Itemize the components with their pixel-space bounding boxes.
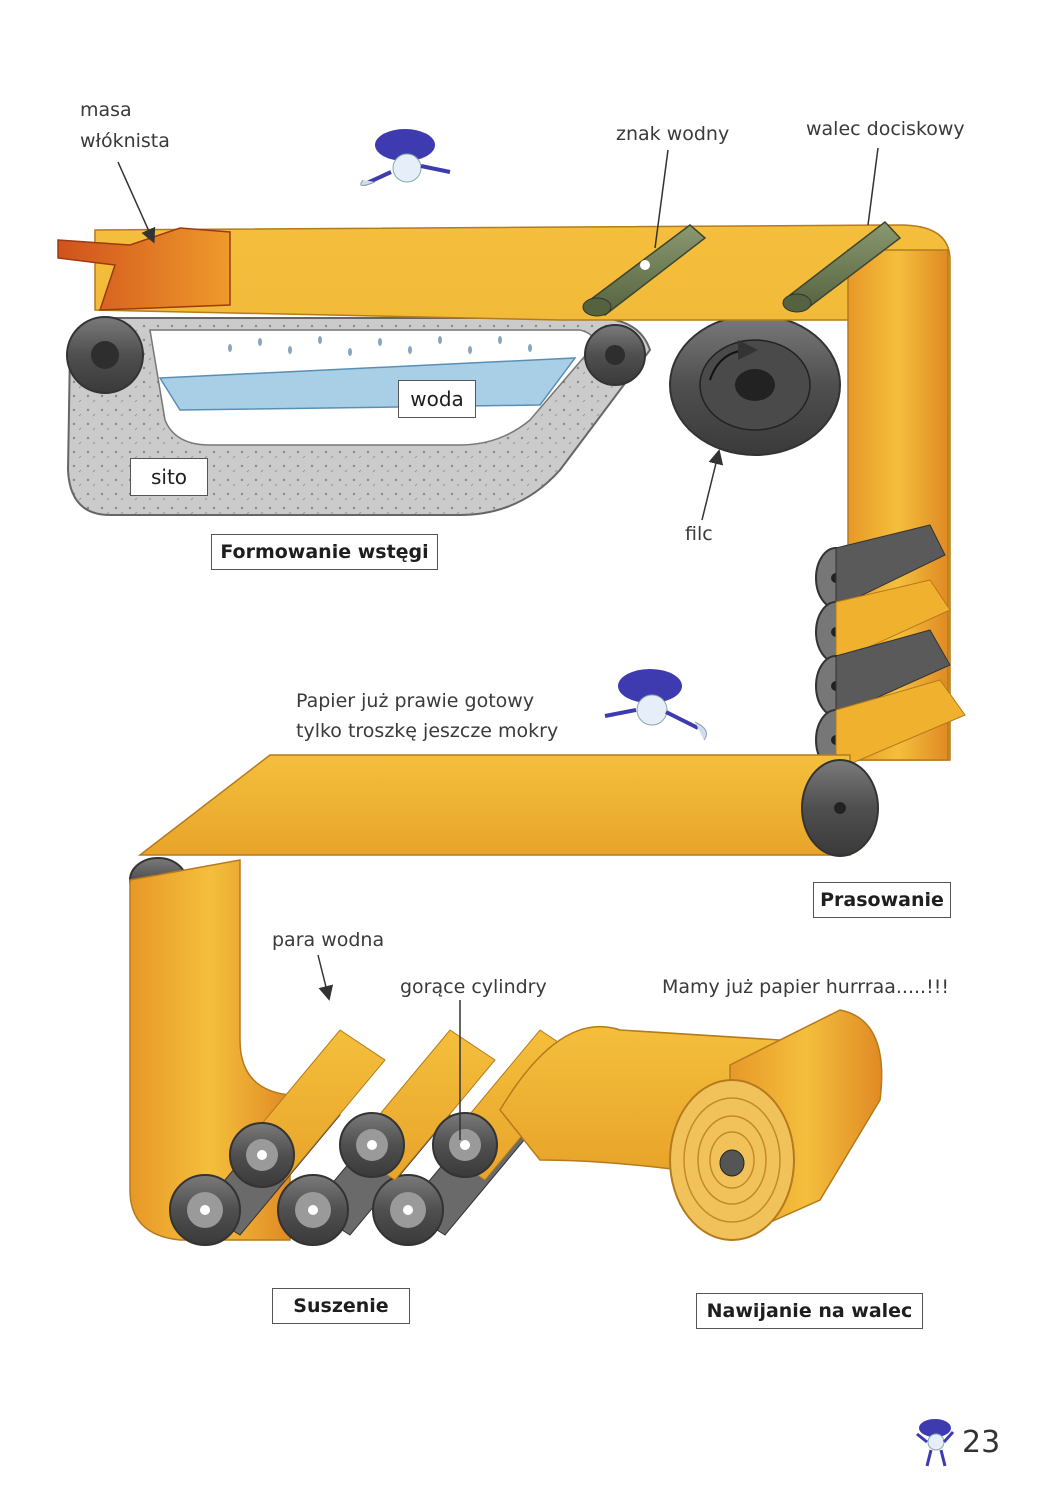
press-roller-bottom	[801, 759, 879, 857]
label-para-wodna: para wodna	[272, 929, 385, 951]
label-papier-line1: Papier już prawie gotowy	[296, 690, 535, 712]
paper-reel-end	[669, 1079, 795, 1241]
label-filc: filc	[685, 523, 713, 545]
label-walec-dociskowy: walec dociskowy	[806, 118, 965, 140]
page-number: 23	[962, 1425, 1001, 1460]
wire-roller-left	[66, 316, 144, 394]
mascot-icon	[604, 669, 707, 741]
mascot-small-icon	[916, 1419, 955, 1467]
stage-suszenie: Suszenie	[272, 1288, 410, 1324]
mascot-icon	[360, 129, 451, 186]
label-mamy-papier: Mamy już papier hurrraa.....!!!	[662, 976, 949, 998]
winding-section	[499, 1009, 883, 1242]
label-znak-wodny: znak wodny	[616, 123, 730, 145]
stage-prasowanie: Prasowanie	[813, 882, 951, 918]
drying-section	[129, 859, 586, 1246]
wire-roller-right	[584, 324, 646, 386]
stage-nawijanie: Nawijanie na walec	[696, 1293, 923, 1329]
paper-web-middle	[137, 754, 851, 856]
label-masa: masa	[80, 99, 132, 121]
label-sito: sito	[130, 458, 208, 496]
water-drops	[228, 336, 532, 356]
label-wloknista: włóknista	[80, 130, 170, 152]
pressing-section	[129, 524, 966, 903]
label-papier-line2: tylko troszkę jeszcze mokry	[296, 720, 559, 742]
drying-cylinders-upper	[229, 1029, 586, 1188]
felt-roller	[669, 314, 841, 456]
dandy-roller	[582, 224, 707, 317]
leader-lines	[117, 147, 879, 1140]
label-woda: woda	[398, 380, 476, 418]
press-roller-top	[782, 220, 902, 313]
press-rollers	[815, 524, 966, 771]
label-gorace-cylindry: gorące cylindry	[400, 976, 547, 998]
stage-formowanie: Formowanie wstęgi	[211, 534, 438, 570]
pulp-headbox	[57, 227, 231, 311]
